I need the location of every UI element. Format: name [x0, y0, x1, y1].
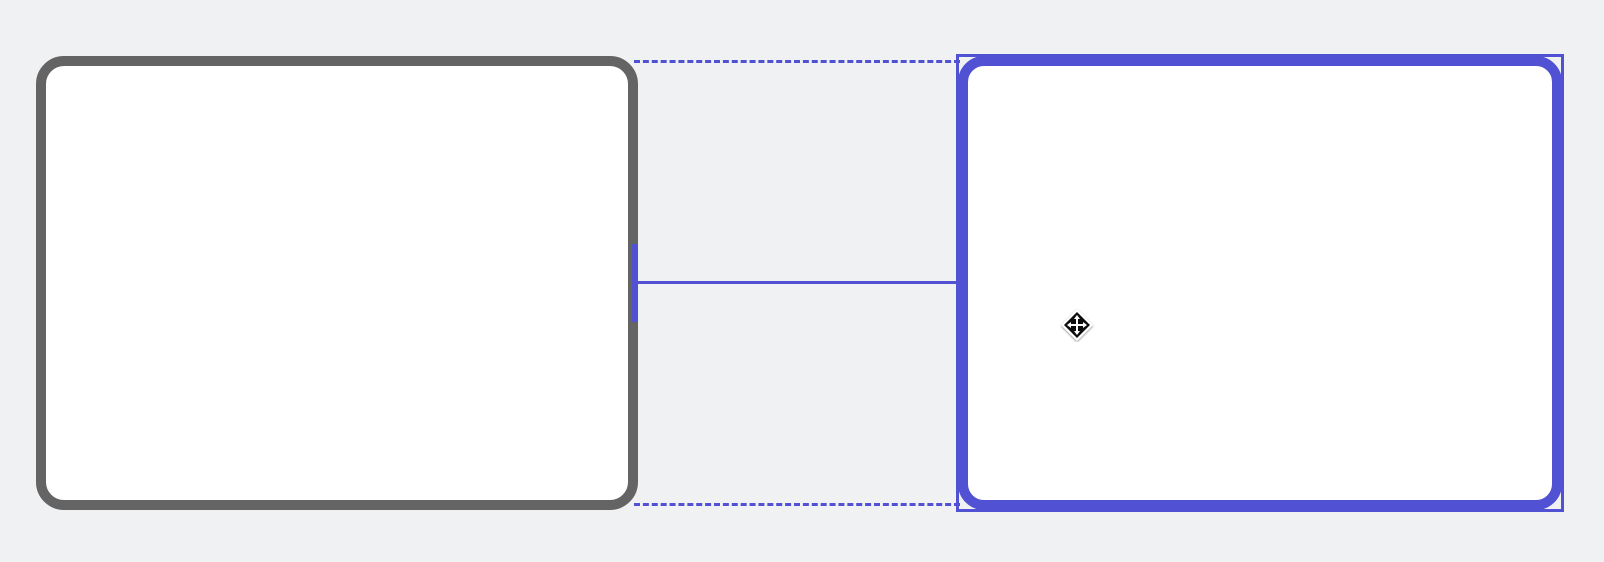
rectangle-shape-right-selected[interactable] — [958, 56, 1562, 510]
connector-anchor-handle[interactable] — [632, 244, 638, 322]
alignment-guide-top — [634, 60, 960, 63]
rectangle-shape-left[interactable] — [36, 56, 638, 510]
alignment-guide-bottom — [634, 503, 960, 506]
connector-line[interactable] — [638, 281, 958, 284]
